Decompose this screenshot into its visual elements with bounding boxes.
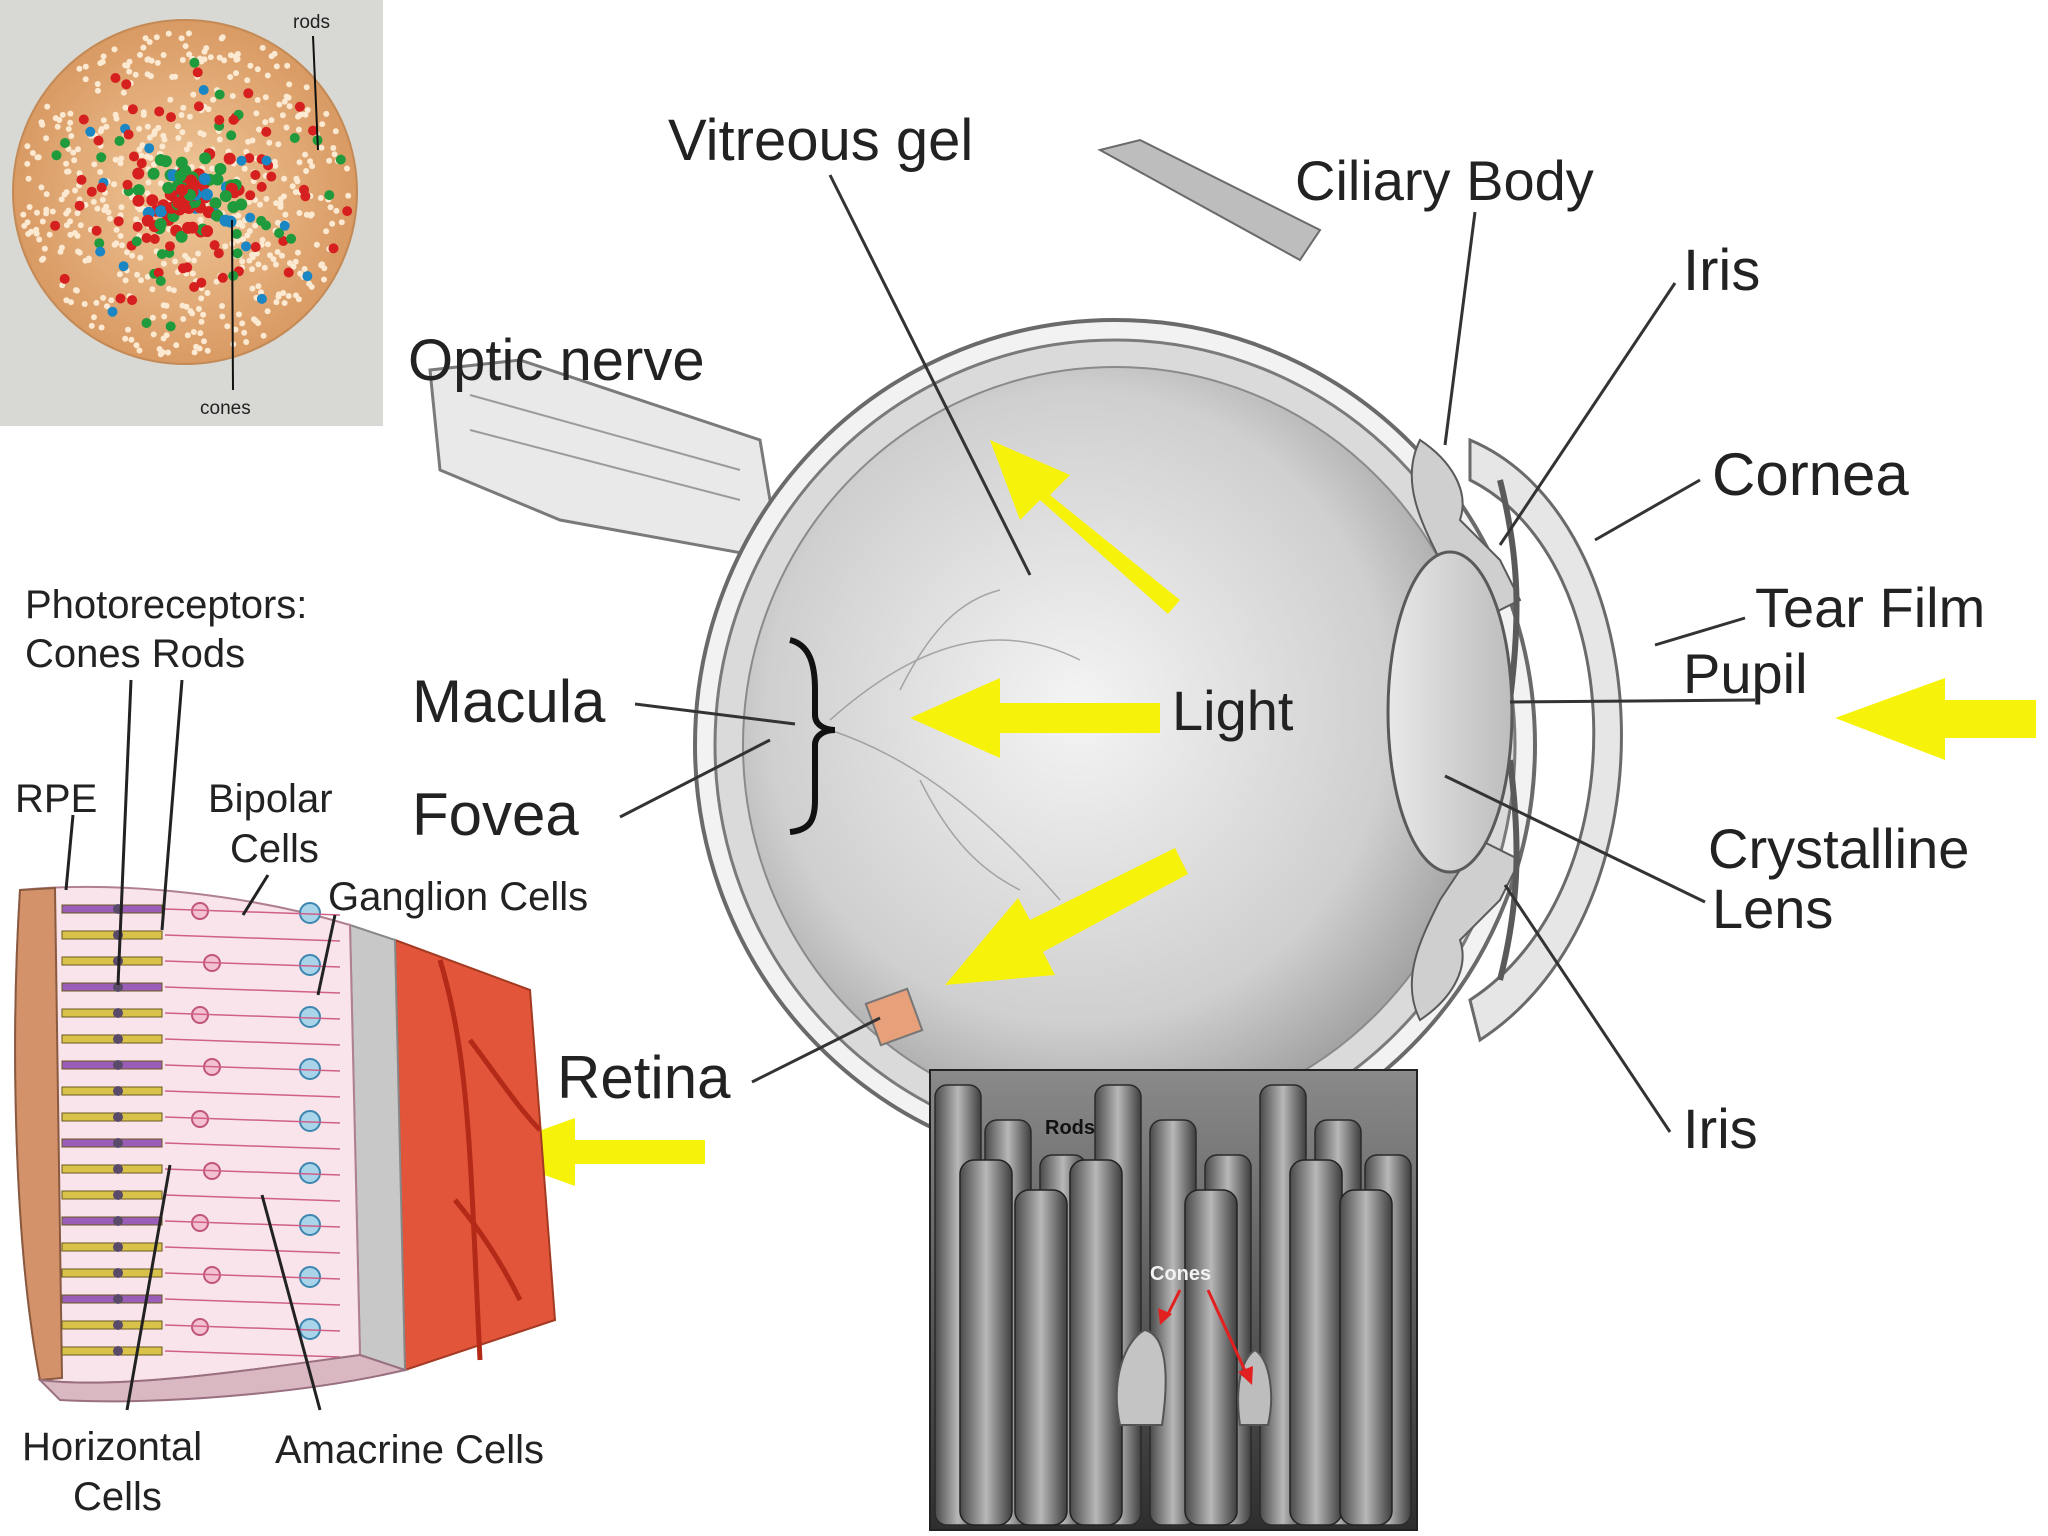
leader-amacrine bbox=[260, 1194, 322, 1411]
ciliary-body-top bbox=[1410, 438, 1522, 622]
leader-fovea bbox=[619, 738, 771, 819]
leader-tear-film bbox=[1654, 616, 1746, 647]
label-retina: Retina bbox=[557, 1044, 731, 1111]
mosaic-cell-dots bbox=[20, 30, 353, 358]
label-iris-bottom: Iris bbox=[1683, 1097, 1758, 1160]
iris-top-shape bbox=[1497, 479, 1520, 701]
rpe-layer bbox=[14, 886, 64, 1382]
leader-ciliary-body bbox=[1443, 211, 1477, 446]
light-arrow-lower bbox=[945, 848, 1188, 985]
cornea-shape bbox=[1468, 437, 1623, 1043]
leader-retina bbox=[751, 1016, 881, 1084]
leader-iris-top bbox=[1498, 282, 1677, 546]
label-cornea: Cornea bbox=[1712, 441, 1909, 508]
macula-bracket bbox=[789, 637, 836, 835]
vitreous-chamber bbox=[742, 366, 1488, 1124]
leader-iris-bottom bbox=[1503, 884, 1672, 1133]
light-arrow-center bbox=[910, 678, 1160, 758]
crystalline-lens-shape bbox=[1386, 550, 1514, 874]
mosaic-label-rods: rods bbox=[293, 12, 330, 33]
retinal-cells bbox=[61, 902, 341, 1358]
leader-cornea bbox=[1594, 478, 1701, 542]
retina-vessels bbox=[437, 959, 542, 1361]
micrograph-cone-left bbox=[1115, 1328, 1167, 1426]
micrograph-label-rods: Rods bbox=[1045, 1117, 1095, 1139]
micrograph-rods bbox=[934, 1084, 1412, 1526]
label-light: Light bbox=[1172, 679, 1294, 742]
label-rpe: RPE bbox=[15, 777, 97, 821]
label-macula: Macula bbox=[412, 668, 606, 735]
leader-pupil bbox=[1509, 698, 1756, 704]
label-horizontal-cells: Cells bbox=[73, 1475, 162, 1519]
label-iris-top: Iris bbox=[1683, 238, 1760, 303]
light-arrow-incoming bbox=[1835, 678, 2036, 760]
label-amacrine-cells: Amacrine Cells bbox=[275, 1428, 544, 1472]
label-horizontal: Horizontal bbox=[22, 1425, 202, 1469]
retina-layer-leaders bbox=[64, 679, 337, 1411]
label-fovea: Fovea bbox=[412, 781, 579, 848]
extraocular-muscle bbox=[1097, 138, 1322, 262]
iris-bottom-shape bbox=[1497, 759, 1520, 981]
label-pupil: Pupil bbox=[1683, 642, 1808, 705]
leader-vitreous-gel bbox=[828, 174, 1032, 576]
label-lens: Lens bbox=[1712, 877, 1833, 940]
leader-rods bbox=[160, 679, 184, 931]
label-crystalline: Crystalline bbox=[1708, 817, 1969, 880]
rods-pointer-line bbox=[312, 35, 319, 151]
leader-macula bbox=[634, 702, 796, 726]
cones-pointer-line bbox=[231, 219, 234, 391]
label-photoreceptors: Photoreceptors: bbox=[25, 583, 307, 627]
cone-arrow-right bbox=[1206, 1289, 1249, 1376]
label-cones-rods: Cones Rods bbox=[25, 632, 245, 676]
leader-lines bbox=[619, 174, 1756, 1133]
mosaic-label-cones: cones bbox=[200, 398, 251, 419]
retina-sample-marker bbox=[864, 987, 924, 1047]
eye-cross-section bbox=[428, 138, 1623, 1172]
label-tear-film: Tear Film bbox=[1755, 576, 1985, 639]
leader-rpe bbox=[64, 814, 75, 891]
leader-crystalline-lens bbox=[1444, 774, 1706, 904]
eye-labels: Vitreous gel Ciliary Body Iris Optic ner… bbox=[408, 108, 1985, 1160]
label-bipolar: Bipolar bbox=[208, 777, 333, 821]
ciliary-body-bottom bbox=[1410, 838, 1522, 1022]
leader-bipolar bbox=[241, 874, 270, 916]
micrograph-label-cones: Cones bbox=[1150, 1263, 1211, 1285]
label-bipolar-cells: Cells bbox=[230, 827, 319, 871]
label-ganglion-cells: Ganglion Cells bbox=[328, 875, 588, 919]
light-arrow-upper bbox=[990, 440, 1180, 614]
rods-cones-micrograph: Rods Cones bbox=[929, 1069, 1418, 1531]
label-optic-nerve: Optic nerve bbox=[408, 328, 705, 393]
leader-cones bbox=[116, 679, 133, 986]
photoreceptor-mosaic-inset: rods cones bbox=[0, 0, 383, 426]
label-vitreous-gel: Vitreous gel bbox=[668, 108, 973, 173]
leader-horizontal bbox=[125, 1164, 172, 1411]
label-ciliary-body: Ciliary Body bbox=[1295, 149, 1594, 212]
leader-ganglion bbox=[316, 914, 337, 996]
retinal-vessels bbox=[829, 589, 1081, 901]
retina-layers-diagram: Photoreceptors: Cones Rods RPE Bipolar C… bbox=[14, 583, 588, 1519]
